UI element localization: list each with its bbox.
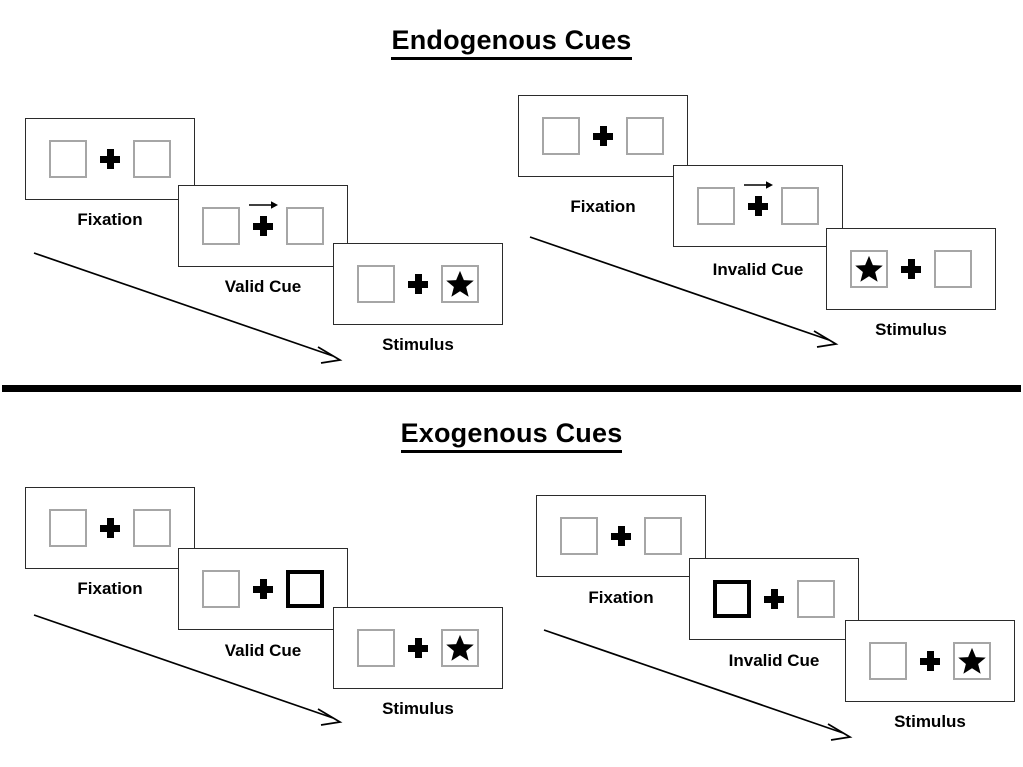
panel-endogenous-invalid-stimulus: [826, 228, 996, 310]
right-box-cued: [286, 570, 324, 608]
caption-endogenous-valid-cue: Valid Cue: [224, 277, 302, 296]
plus-icon: [920, 651, 940, 671]
left-box: [697, 187, 735, 225]
time-progression-arrow-exogenous-valid: [33, 614, 343, 726]
right-box: [934, 250, 972, 288]
caption-endogenous-invalid-cue: Invalid Cue: [712, 260, 804, 279]
section-title-endogenous-text: Endogenous Cues: [391, 25, 632, 60]
caption-exogenous-invalid-cue: Invalid Cue: [728, 651, 820, 670]
right-box: [797, 580, 835, 618]
panel-content: [542, 117, 664, 155]
time-progression-arrow-exogenous-invalid: [543, 629, 853, 741]
right-box: [644, 517, 682, 555]
caption-exogenous-invalid-stimulus: Stimulus: [894, 712, 966, 731]
star-icon: [446, 270, 474, 297]
left-box: [357, 265, 395, 303]
left-box: [202, 570, 240, 608]
caption-endogenous-valid-stimulus: Stimulus: [382, 335, 454, 354]
fixation-cross: [751, 589, 797, 609]
fixation-cross: [907, 651, 953, 671]
caption-endogenous-invalid-fixation: Fixation: [570, 197, 636, 216]
fixation-cross: [87, 149, 133, 169]
right-box: [286, 207, 324, 245]
fixation-cross: [240, 579, 286, 599]
right-box: [441, 265, 479, 303]
plus-icon: [611, 526, 631, 546]
fixation-cross: [395, 638, 441, 658]
panel-endogenous-valid-fixation: [25, 118, 195, 200]
right-box: [953, 642, 991, 680]
left-box: [357, 629, 395, 667]
star-icon: [446, 634, 474, 661]
panel-exogenous-invalid-fixation: [536, 495, 706, 577]
plus-icon: [764, 589, 784, 609]
panel-content: [697, 181, 819, 225]
panel-content: [49, 509, 171, 547]
panel-content: [357, 629, 479, 667]
left-box: [850, 250, 888, 288]
right-box: [781, 187, 819, 225]
plus-icon: [253, 579, 273, 599]
section-title-exogenous-text: Exogenous Cues: [400, 418, 623, 453]
right-box: [626, 117, 664, 155]
plus-icon: [593, 126, 613, 146]
panel-exogenous-invalid-cue: [689, 558, 859, 640]
caption-exogenous-invalid-fixation: Fixation: [588, 588, 654, 607]
section-title-endogenous: Endogenous Cues: [0, 25, 1023, 60]
plus-icon: [408, 638, 428, 658]
panel-exogenous-invalid-stimulus: [845, 620, 1015, 702]
right-box: [133, 509, 171, 547]
fixation-cross: [240, 201, 286, 236]
fixation-cross: [395, 274, 441, 294]
panel-exogenous-valid-fixation: [25, 487, 195, 569]
caption-exogenous-valid-cue: Valid Cue: [224, 641, 302, 660]
plus-icon: [901, 259, 921, 279]
caption-endogenous-valid-fixation: Fixation: [77, 210, 143, 229]
panel-endogenous-valid-cue: [178, 185, 348, 267]
panel-content: [202, 570, 324, 608]
fixation-cross: [888, 259, 934, 279]
left-box: [560, 517, 598, 555]
section-title-exogenous: Exogenous Cues: [0, 418, 1023, 453]
left-box: [202, 207, 240, 245]
caption-exogenous-valid-fixation: Fixation: [77, 579, 143, 598]
panel-exogenous-valid-cue: [178, 548, 348, 630]
left-box: [49, 509, 87, 547]
left-box: [542, 117, 580, 155]
time-progression-arrow-endogenous-valid: [33, 252, 343, 364]
section-divider: [2, 385, 1021, 392]
panel-endogenous-valid-stimulus: [333, 243, 503, 325]
panel-content: [202, 201, 324, 245]
plus-icon: [253, 216, 273, 236]
panel-content: [869, 642, 991, 680]
caption-exogenous-valid-stimulus: Stimulus: [382, 699, 454, 718]
right-box: [133, 140, 171, 178]
left-box-cued: [713, 580, 751, 618]
plus-icon: [100, 518, 120, 538]
fixation-cross: [87, 518, 133, 538]
caption-endogenous-invalid-stimulus: Stimulus: [875, 320, 947, 339]
panel-content: [49, 140, 171, 178]
left-box: [49, 140, 87, 178]
panel-endogenous-invalid-fixation: [518, 95, 688, 177]
fixation-cross: [580, 126, 626, 146]
plus-icon: [100, 149, 120, 169]
plus-icon: [408, 274, 428, 294]
fixation-cross: [735, 181, 781, 216]
fixation-cross: [598, 526, 644, 546]
arrow-right-icon: [249, 201, 278, 209]
panel-exogenous-valid-stimulus: [333, 607, 503, 689]
left-box: [869, 642, 907, 680]
panel-endogenous-invalid-cue: [673, 165, 843, 247]
panel-content: [713, 580, 835, 618]
star-icon: [855, 255, 883, 282]
star-icon: [958, 647, 986, 674]
panel-content: [850, 250, 972, 288]
panel-content: [357, 265, 479, 303]
arrow-right-icon: [744, 181, 773, 189]
panel-content: [560, 517, 682, 555]
right-box: [441, 629, 479, 667]
plus-icon: [748, 196, 768, 216]
time-progression-arrow-endogenous-invalid: [529, 236, 839, 348]
